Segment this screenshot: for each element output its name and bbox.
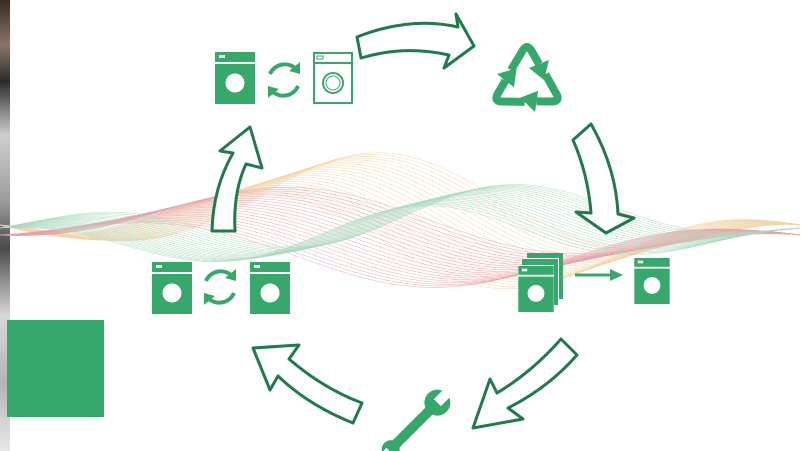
wave-line — [0, 204, 801, 262]
recycle-icon — [486, 43, 566, 119]
cycle-arrow-4 — [251, 343, 364, 425]
wave-line — [0, 189, 801, 254]
wave-line — [0, 190, 801, 255]
wave-line — [0, 215, 801, 280]
cycle-arrow-3 — [471, 337, 579, 430]
wave-line — [0, 178, 801, 274]
washing-machine-exchange-icon — [152, 262, 290, 314]
wave-line — [0, 208, 801, 274]
wave-line — [0, 191, 801, 256]
green-accent-block — [7, 320, 104, 417]
decorative-wave-background — [0, 152, 801, 290]
wave-line — [0, 180, 801, 277]
wave-line — [0, 188, 801, 253]
wave-line — [0, 195, 801, 258]
wrench-icon — [379, 387, 453, 451]
multiple-machines-to-single-icon — [518, 253, 670, 312]
cycle-arrow-5 — [210, 125, 264, 233]
wave-line — [0, 218, 801, 284]
wave-line — [0, 194, 801, 257]
wave-line — [0, 186, 801, 251]
wave-line — [0, 185, 801, 250]
wave-line — [0, 184, 801, 249]
cycle-arrow-2 — [571, 122, 636, 235]
wave-line — [0, 192, 801, 257]
cycle-arrow-1 — [355, 12, 476, 70]
wave-line — [0, 187, 801, 252]
wave-line — [0, 205, 801, 263]
wave-line — [0, 184, 801, 248]
washing-machine-swap-icon — [215, 52, 353, 104]
